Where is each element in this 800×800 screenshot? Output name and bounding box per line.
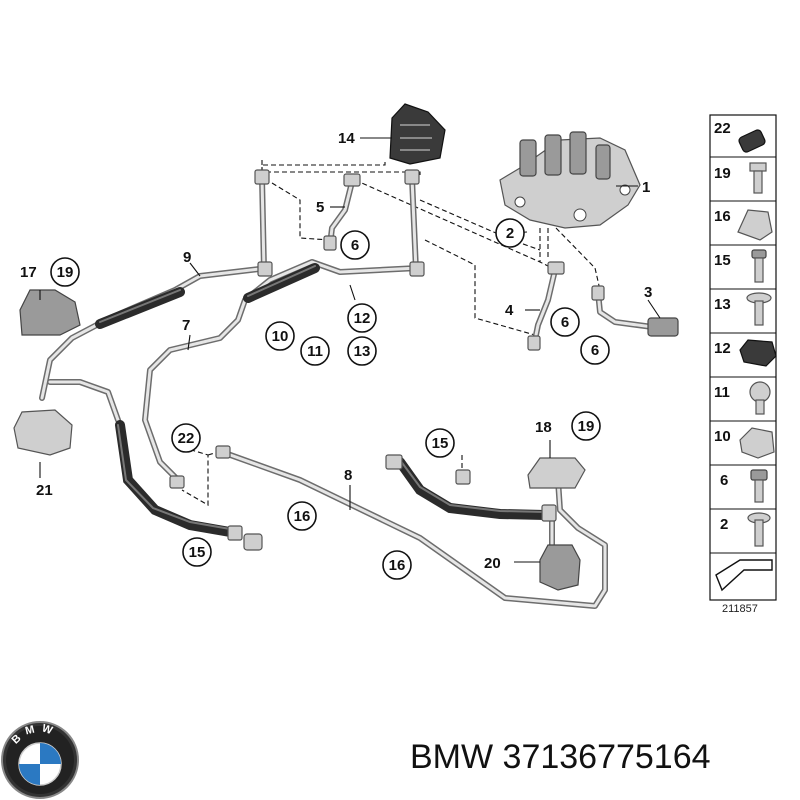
- cap-screw-icon: [750, 469, 768, 503]
- callout-6-a: 6: [351, 237, 359, 254]
- legend-item-22: 22: [714, 120, 731, 137]
- sleeve-icon: [738, 129, 766, 153]
- callout-10: 10: [272, 328, 289, 345]
- screw-icon: [751, 249, 767, 283]
- hex-bolt-icon: [747, 512, 771, 547]
- callout-22: 22: [178, 430, 195, 447]
- callout-17: 17: [20, 264, 37, 281]
- legend-item-19: 19: [714, 165, 731, 182]
- callout-19-b: 19: [578, 418, 595, 435]
- bmw-logo: BMW: [1, 721, 79, 799]
- legend-item-10: 10: [714, 428, 731, 445]
- callout-4: 4: [505, 302, 514, 319]
- callout-2: 2: [506, 225, 514, 242]
- callout-14: 14: [338, 130, 355, 147]
- part-title: BMW 37136775164: [410, 738, 711, 776]
- callout-21: 21: [36, 482, 53, 499]
- flange-bolt-icon: [746, 292, 772, 326]
- fittings: [169, 169, 679, 551]
- legend-item-16: 16: [714, 208, 731, 225]
- callout-13: 13: [354, 343, 371, 360]
- push-nut-icon: [749, 381, 771, 415]
- callout-9: 9: [183, 249, 191, 266]
- parts-diagram: 14 1 5 9 3 4 7 17 18 8 21 20 19 6 2 6 6 …: [13, 103, 777, 615]
- callout-12: 12: [354, 310, 371, 327]
- callout-3: 3: [644, 284, 652, 301]
- legend-item-2: 2: [720, 516, 728, 533]
- brackets: [13, 289, 586, 591]
- callout-19-a: 19: [57, 264, 74, 281]
- rubber-mount: [389, 103, 446, 165]
- callout-6-c: 6: [591, 342, 599, 359]
- callout-18: 18: [535, 419, 552, 436]
- legend-item-15: 15: [714, 252, 731, 269]
- callout-20: 20: [484, 555, 501, 572]
- callout-16-a: 16: [294, 508, 311, 525]
- circled-callouts: 19 6 2 6 6 10 11 12 13 22 15 19 16 16 15: [50, 218, 610, 580]
- arrow-icon: [715, 559, 773, 592]
- callout-15-b: 15: [189, 544, 206, 561]
- bolt-icon: [749, 162, 767, 194]
- legend-item-13: 13: [714, 296, 731, 313]
- parts-legend: 22 19 16 15 13 12 11 10 6 2: [709, 114, 777, 615]
- legend-item-11: 11: [714, 384, 730, 401]
- callout-5: 5: [316, 199, 324, 216]
- hoses: [95, 263, 550, 537]
- valve-block: [499, 131, 641, 229]
- callout-16-b: 16: [389, 557, 406, 574]
- callout-15-a: 15: [432, 435, 449, 452]
- legend-item-12: 12: [714, 340, 731, 357]
- grommet-icon: [739, 339, 777, 367]
- callout-7: 7: [182, 317, 190, 334]
- callout-1: 1: [642, 179, 650, 196]
- callout-6-b: 6: [561, 314, 569, 331]
- callout-8: 8: [344, 467, 352, 484]
- clip-icon: [737, 209, 773, 241]
- callout-labels: 14 1 5 9 3 4 7 17 18 8 21 20: [20, 130, 652, 572]
- callout-11: 11: [307, 343, 323, 360]
- legend-item-6: 6: [720, 472, 728, 489]
- holder-icon: [739, 427, 775, 459]
- reference-number: 211857: [722, 603, 758, 615]
